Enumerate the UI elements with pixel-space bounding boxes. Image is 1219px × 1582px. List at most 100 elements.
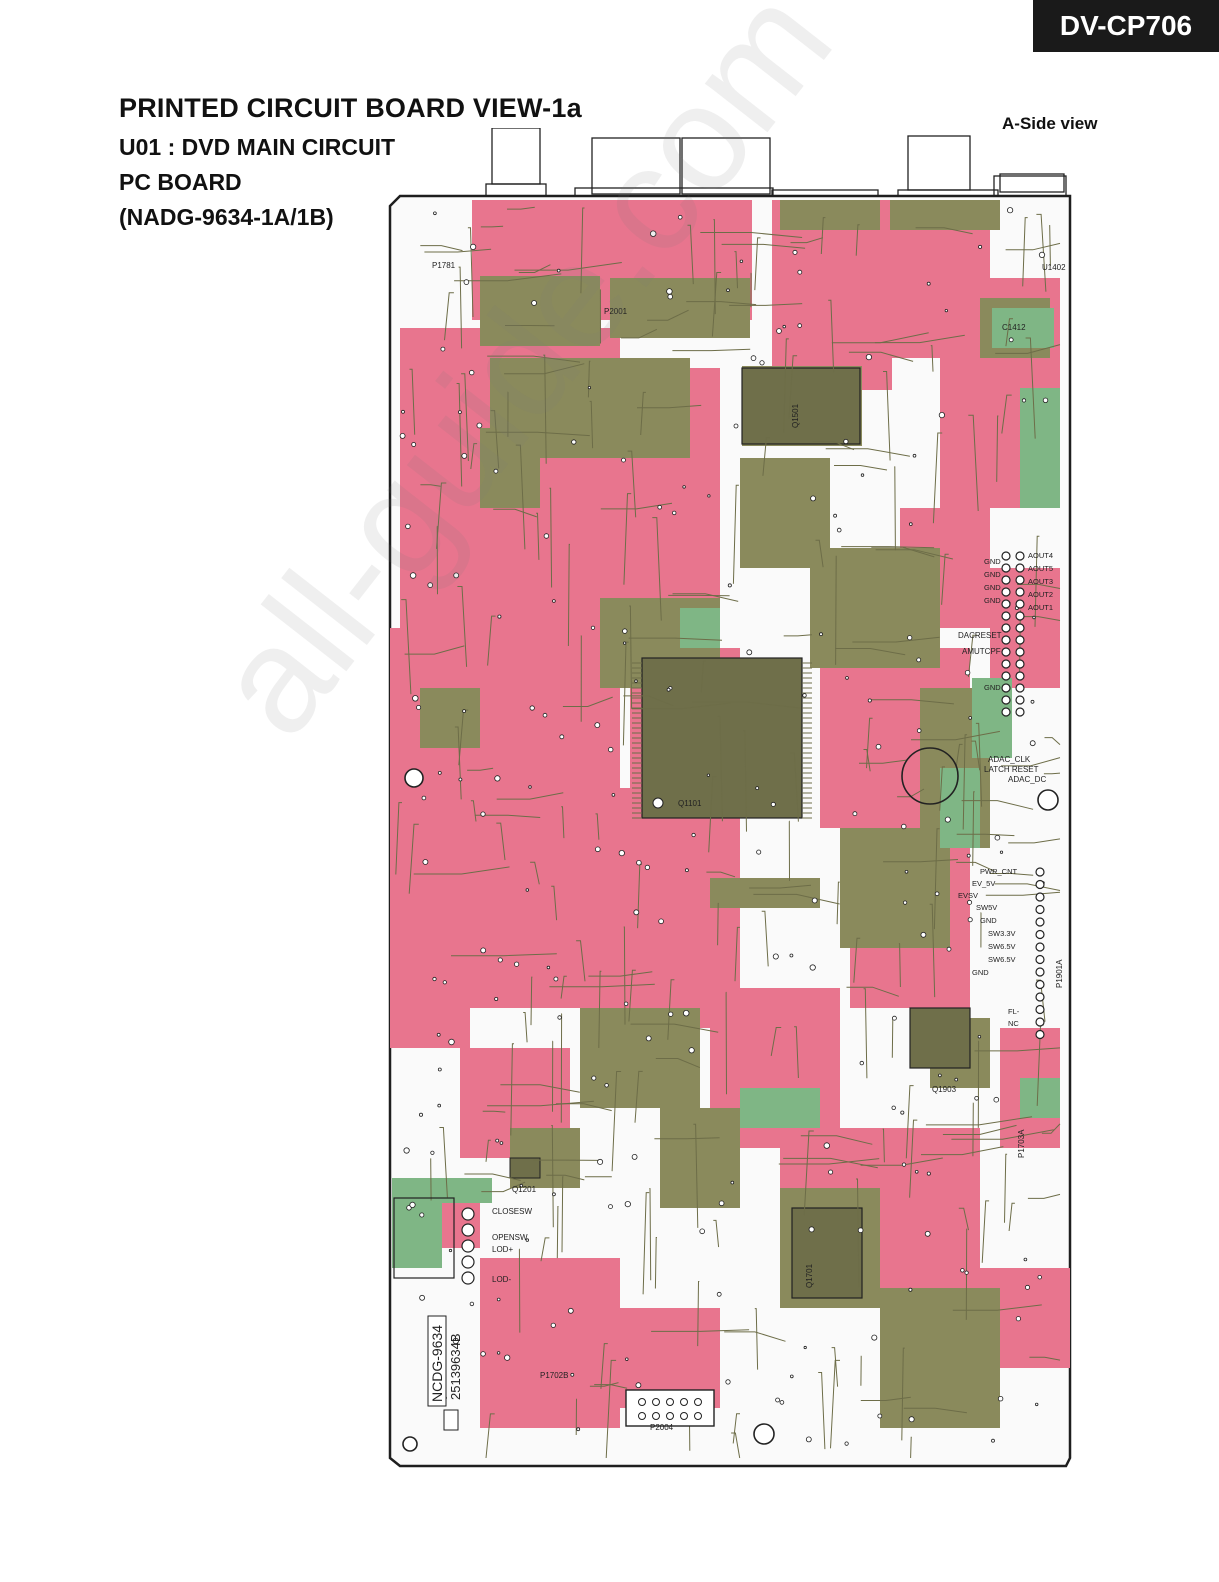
- trace: [561, 806, 565, 839]
- via: [552, 599, 556, 603]
- trace: [731, 1432, 741, 1459]
- trace: [530, 976, 533, 1026]
- label-latch-reset: LATCH RESET: [984, 765, 1039, 774]
- trace: [630, 1023, 719, 1033]
- via: [993, 1096, 1000, 1103]
- trace: [743, 730, 747, 832]
- via: [556, 268, 561, 273]
- trace: [985, 891, 1061, 896]
- trace: [939, 766, 945, 811]
- trace: [1001, 394, 1012, 434]
- trace: [834, 465, 888, 471]
- via: [587, 385, 591, 390]
- trace: [621, 328, 658, 339]
- trace: [436, 525, 438, 595]
- trace: [830, 1359, 840, 1449]
- via: [967, 917, 973, 923]
- via: [908, 1416, 915, 1423]
- via: [611, 793, 616, 797]
- header-pin: [1001, 623, 1011, 633]
- front-connector: [393, 1197, 475, 1285]
- via: [964, 1270, 969, 1275]
- via: [576, 1427, 581, 1432]
- trace: [551, 885, 558, 921]
- trace: [971, 740, 981, 771]
- trace: [482, 1110, 506, 1113]
- via: [859, 1060, 864, 1066]
- via: [528, 785, 532, 789]
- via: [442, 980, 447, 985]
- via: [437, 771, 442, 775]
- trace: [800, 1135, 873, 1145]
- trace: [567, 543, 570, 647]
- mounting-holes: [402, 747, 1059, 1452]
- trace: [654, 1137, 720, 1140]
- header-pin: [1015, 575, 1025, 585]
- trace: [622, 641, 629, 746]
- via: [967, 899, 973, 905]
- trace: [458, 266, 463, 349]
- trace: [1041, 1123, 1061, 1134]
- via: [470, 243, 477, 251]
- via: [437, 1103, 441, 1108]
- via: [462, 709, 466, 713]
- trace: [958, 1207, 969, 1231]
- via: [458, 410, 462, 415]
- trace: [518, 1248, 521, 1333]
- via: [419, 1112, 424, 1117]
- via: [802, 693, 807, 698]
- trace: [729, 303, 803, 306]
- trace: [856, 1178, 860, 1288]
- trace: [430, 1158, 432, 1201]
- via: [902, 900, 908, 905]
- trace: [831, 1347, 839, 1387]
- via: [453, 572, 460, 579]
- trace: [647, 309, 689, 321]
- trace: [401, 599, 412, 695]
- trace: [790, 237, 824, 244]
- trace: [628, 969, 636, 1022]
- trace: [717, 715, 723, 822]
- label-fl-minus: FL-: [1008, 1007, 1020, 1016]
- via: [432, 976, 437, 982]
- via: [622, 628, 628, 634]
- label-p2001: P2001: [604, 307, 628, 316]
- trace: [1027, 1193, 1061, 1199]
- via: [621, 457, 626, 463]
- trace: [910, 1436, 912, 1459]
- via: [875, 743, 882, 750]
- via: [852, 811, 858, 817]
- trace: [697, 1281, 700, 1347]
- via: [718, 1200, 725, 1207]
- header-pin: [1015, 695, 1025, 705]
- via: [877, 1413, 883, 1419]
- via: [836, 527, 842, 533]
- trace: [481, 1181, 526, 1193]
- via: [775, 1397, 781, 1403]
- trace: [655, 1058, 700, 1069]
- trace: [667, 979, 675, 1040]
- trace: [951, 1129, 1054, 1140]
- via: [437, 1067, 442, 1072]
- trace: [794, 1026, 799, 1079]
- header-pin: [1015, 683, 1025, 693]
- via: [779, 1400, 785, 1405]
- label-aout4: AOUT4: [1028, 551, 1053, 560]
- trace: [623, 493, 632, 585]
- trace: [724, 1331, 786, 1342]
- via: [926, 281, 931, 286]
- via: [559, 734, 565, 740]
- via: [440, 346, 446, 352]
- label-p1901a: P1901A: [1055, 959, 1064, 988]
- trace: [860, 1355, 862, 1386]
- trace: [439, 1127, 448, 1198]
- header-pin: [1001, 659, 1011, 669]
- trace: [818, 1372, 826, 1450]
- trace: [894, 466, 896, 551]
- trace: [860, 1157, 943, 1166]
- trace: [464, 1173, 521, 1181]
- via: [684, 868, 689, 873]
- trace: [1025, 337, 1036, 439]
- via: [891, 1105, 896, 1110]
- trace: [467, 227, 474, 318]
